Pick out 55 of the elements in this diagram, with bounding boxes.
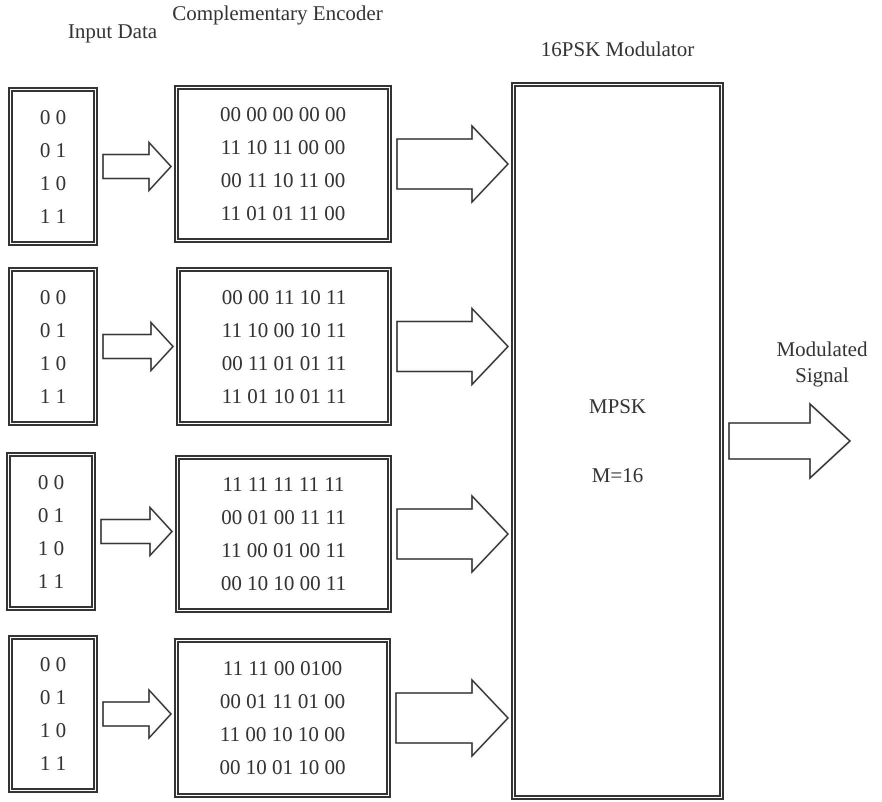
data-box [8,267,98,426]
bit-row-text: 1 1 [38,568,64,594]
data-box [176,267,392,426]
data-box [8,87,98,246]
bit-row-text: 0 1 [40,684,66,711]
block-arrow [396,124,510,204]
block-arrow [100,505,174,558]
bit-row-text: 0 1 [38,502,64,528]
bit-row-text: 00 10 10 00 11 [220,570,346,597]
bit-row-text: 1 1 [40,382,66,410]
bit-row-text: 0 1 [40,136,66,164]
edge-label: Modulated Signal [776,336,868,388]
bit-row-text: 00 00 11 10 11 [222,284,346,310]
bit-row-text: 11 11 00 0100 [222,655,342,682]
bit-row-text: 1 1 [40,202,66,230]
bit-row-text: 0 0 [40,104,66,130]
bit-row-text: 1 0 [40,350,66,376]
data-box [8,635,98,793]
bit-row-text: 11 00 01 00 11 [221,537,346,564]
data-box [6,452,96,611]
bit-row-text: 11 01 01 11 00 [220,200,346,227]
bit-row-text: 00 01 00 11 11 [221,504,346,531]
block-arrow [396,494,510,574]
bit-row-text: 1 0 [38,534,64,562]
column-heading: Input Data [66,18,158,44]
bit-row-text: 0 1 [40,316,66,344]
bit-row-text: 00 01 11 01 00 [220,688,346,715]
bit-row-text: 11 00 10 10 00 [220,721,346,748]
block-text: MPSK [588,394,646,419]
data-box [174,85,392,243]
bit-row-text: 00 10 01 10 00 [220,754,346,781]
bit-row-text: 0 0 [40,284,66,310]
block-arrow [102,688,172,740]
block-arrow [102,140,172,193]
column-heading: Complementary Encoder [171,0,384,26]
bit-row-text: 11 01 10 01 11 [222,382,346,410]
bit-row-text: 1 1 [40,750,66,777]
data-box [174,638,391,798]
data-box [175,455,392,613]
block-arrow [395,678,510,758]
block-text: M=16 [592,463,644,488]
bit-row-text: 0 0 [40,651,66,678]
bit-row-text: 11 10 00 10 11 [222,316,346,344]
bit-row-text: 00 00 00 00 00 [220,101,346,128]
bit-row-text: 00 11 10 11 00 [220,167,346,194]
bit-row-text: 1 0 [40,170,66,196]
block-arrow [102,320,174,373]
block-title: 16PSK Modulator [540,37,696,62]
block-arrow [728,402,852,480]
bit-row-text: 0 0 [38,468,64,496]
bit-row-text: 00 11 01 01 11 [222,350,346,376]
bit-row-text: 1 0 [40,717,66,744]
bit-row-text: 11 10 11 00 00 [220,134,346,161]
bit-row-text: 11 11 11 11 11 [222,471,345,498]
block-arrow [396,306,510,386]
